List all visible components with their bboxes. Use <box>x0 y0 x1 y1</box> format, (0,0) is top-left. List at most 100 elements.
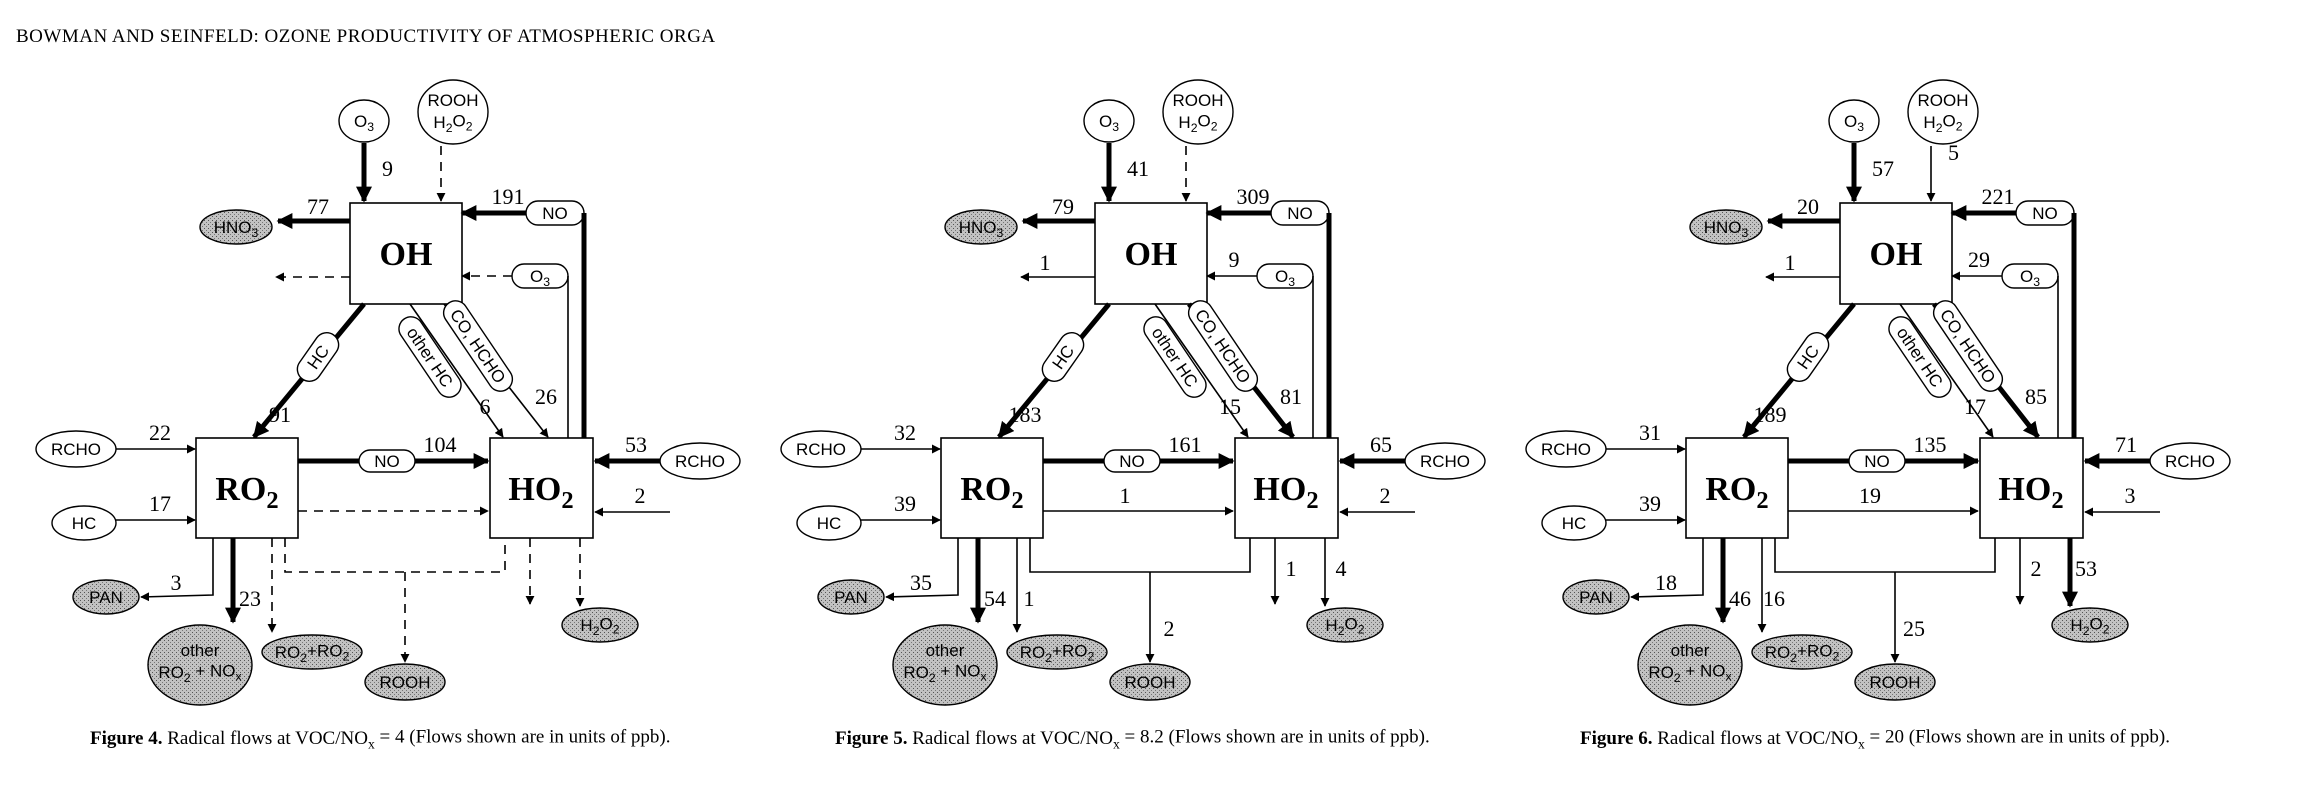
flow-ro2-ro2: 16 <box>1763 586 1785 611</box>
rcho-right-label: RCHO <box>2165 452 2215 471</box>
o3-top-label: O3 <box>1844 112 1864 134</box>
cohcho-diag-pill <box>442 300 514 392</box>
ho2-box <box>1234 437 1339 539</box>
arrow-ro2-pan <box>140 538 214 602</box>
flow-oh-hno3: 79 <box>1052 194 1074 219</box>
hc-left-oval <box>51 505 117 541</box>
flow-ro2-ho2: 19 <box>1859 483 1881 508</box>
ro2-ro2-oval <box>1751 634 1853 670</box>
oh-label: OH <box>1125 236 1178 273</box>
rooh-top-label: ROOH <box>1918 91 1969 110</box>
ro2-label: RO2 <box>960 471 1023 514</box>
caption-label: Figure 5. <box>835 728 907 749</box>
flow-o3-oh: 41 <box>1127 156 1149 181</box>
no-top-label: NO <box>542 204 568 223</box>
flow-o3-oh: 9 <box>382 156 393 181</box>
flow-no-oh: 221 <box>1982 184 2015 209</box>
h2o2-bottom-oval <box>561 607 639 643</box>
flow-rooh: 25 <box>1903 616 1925 641</box>
page-header: BOWMAN AND SEINFELD: OZONE PRODUCTIVITY … <box>16 26 716 47</box>
rooh-bottom-oval <box>1854 663 1936 701</box>
flow-oh-ro2: 91 <box>269 402 291 427</box>
flow-ho2-loss: 2 <box>2031 556 2042 581</box>
pan-label: PAN <box>89 588 123 607</box>
line-rooh-collect <box>1029 538 1251 573</box>
hno3-oval <box>199 209 273 245</box>
o3-top-label: O3 <box>354 112 374 134</box>
flow-oh-ro2: 183 <box>1009 402 1042 427</box>
arrow-ro2-pan <box>1630 538 1704 602</box>
oh-box <box>1094 202 1208 305</box>
flow-ro2-other: 54 <box>984 586 1006 611</box>
ro2-nox-label: RO2 + NOx <box>158 661 241 684</box>
caption-text: Radical flows at VOC/NO <box>907 728 1112 749</box>
caption-text: Radical flows at VOC/NO <box>1652 728 1857 749</box>
o3-side-label: O3 <box>2020 267 2040 289</box>
caption-label: Figure 4. <box>90 728 162 749</box>
rooh-bottom-label: ROOH <box>1125 673 1176 692</box>
ro2-ro2-oval <box>1006 634 1108 670</box>
hno3-oval <box>1689 209 1763 245</box>
flow-oh-loss: 1 <box>1040 250 1051 275</box>
no-top-label: NO <box>1287 204 1313 223</box>
o3-side-label: O3 <box>1275 267 1295 289</box>
pan-oval <box>817 579 885 615</box>
flow-ro2-pan: 3 <box>171 570 182 595</box>
ro2-ro2-oval <box>261 634 363 670</box>
caption-text: Radical flows at VOC/NO <box>162 728 367 749</box>
ro2-box <box>195 437 299 539</box>
flow-ro2-pan: 18 <box>1655 570 1677 595</box>
figure-caption: Figure 6. Radical flows at VOC/NOx = 20 … <box>1580 726 2170 751</box>
flow-oh-ho2: 15 <box>1219 394 1241 419</box>
flow-ro2-pan: 35 <box>910 570 932 595</box>
flow-rcho-ho2: 71 <box>2115 432 2137 457</box>
other-ro2-nox-oval <box>892 624 998 706</box>
line-rooh-collect <box>1774 538 1996 573</box>
flow-o3-oh: 57 <box>1872 156 1894 181</box>
rcho-left-label: RCHO <box>1541 440 1591 459</box>
other-ro2-nox-oval <box>147 624 253 706</box>
flow-no-oh: 309 <box>1237 184 1270 209</box>
flow-rooh: 2 <box>1164 616 1175 641</box>
pan-oval <box>1562 579 1630 615</box>
rooh-top-label: ROOH <box>428 91 479 110</box>
flow-in-ho2: 2 <box>1380 483 1391 508</box>
ho2-label: HO2 <box>1998 471 2063 514</box>
flow-rcho-ro2: 22 <box>149 420 171 445</box>
caption-ratio: = 4 (Flows shown are in units of ppb). <box>375 726 671 747</box>
pan-oval <box>72 579 140 615</box>
h2o2-bottom-label: H2O2 <box>2070 614 2109 637</box>
otherhc-diag-pill <box>398 316 462 398</box>
hc-diag-pill <box>296 332 340 382</box>
no-top-label: NO <box>2032 204 2058 223</box>
hc-diag-pill <box>1786 332 1830 382</box>
ho2-label: HO2 <box>1253 471 1318 514</box>
hc-left-oval <box>796 505 862 541</box>
arrow-ro2-pan <box>885 538 959 602</box>
hno3-label: HNO3 <box>959 218 1004 240</box>
flow-in-ho2: 3 <box>2125 483 2136 508</box>
flow-ro2-ho2-no: 104 <box>424 432 457 457</box>
o3-top-oval <box>338 99 390 143</box>
o3-top-oval <box>1083 99 1135 143</box>
h2o2-top-label: H2O2 <box>1923 111 1962 134</box>
o3-top-oval <box>1828 99 1880 143</box>
ro2-ro2-label: RO2+RO2 <box>275 641 350 664</box>
flow-ho2-h2o2: 53 <box>2075 556 2097 581</box>
flow-oh-hno3: 77 <box>307 194 329 219</box>
flow-ro2-other: 23 <box>239 586 261 611</box>
flow-o3-ho2: 85 <box>2025 384 2047 409</box>
flow-no-oh: 191 <box>492 184 525 209</box>
ro2-box <box>1685 437 1789 539</box>
ho2-box <box>1979 437 2084 539</box>
flow-oh-loss: 1 <box>1785 250 1796 275</box>
ho2-box <box>489 437 594 539</box>
flow-oh-hno3: 20 <box>1797 194 1819 219</box>
rooh-h2o2-top-oval <box>1162 79 1234 145</box>
caption-label: Figure 6. <box>1580 728 1652 749</box>
hno3-label: HNO3 <box>214 218 259 240</box>
flow-ro2-ho2: 1 <box>1120 483 1131 508</box>
